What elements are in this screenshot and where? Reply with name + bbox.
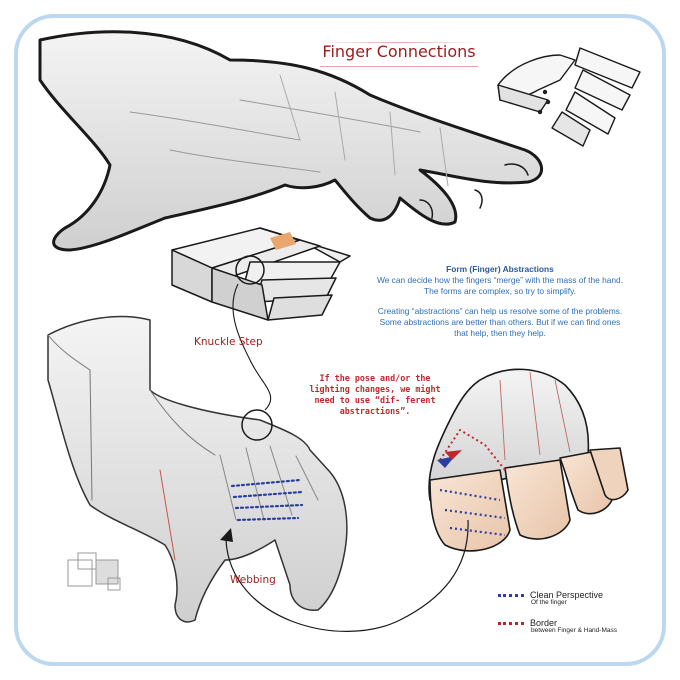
page-title: Finger Connections (320, 42, 478, 67)
abstractions-heading: Form (Finger) Abstractions (446, 264, 554, 274)
legend-swatch-red-dots (498, 622, 524, 626)
legend-label: Clean Perspective (530, 590, 604, 600)
block-hand-small (497, 47, 641, 147)
lower-hand-drawing (47, 315, 348, 623)
abstractions-paragraph-2: Creating “abstractions” can help us reso… (377, 306, 623, 338)
connector-line (232, 283, 272, 411)
top-hand-drawing (38, 30, 543, 252)
legend-swatch-blue-dots (498, 594, 524, 598)
knuckle-step-label: Knuckle Step (194, 336, 263, 348)
abstractions-text-block: Form (Finger) Abstractions We can decide… (372, 264, 628, 348)
webbing-arrow (225, 519, 469, 632)
legend-item-border: Border between Finger & Hand-Mass (498, 618, 617, 634)
artist-logo (67, 552, 121, 591)
pose-note: If the pose and/or the lighting changes,… (309, 373, 441, 416)
abstractions-paragraph-1: We can decide how the fingers “merge” wi… (376, 275, 624, 296)
block-hand-right (428, 368, 629, 552)
signature-watermark (52, 540, 142, 610)
webbing-label: Webbing (230, 574, 276, 586)
webbing-arrowhead (220, 528, 233, 542)
legend-label: Border (530, 618, 558, 628)
legend-sublabel: between Finger & Hand-Mass (531, 627, 617, 634)
legend-sublabel: Of the finger (531, 599, 567, 606)
legend-item-clean-perspective: Clean Perspective Of the finger (498, 590, 603, 606)
block-knuckle-abstraction (171, 227, 351, 321)
